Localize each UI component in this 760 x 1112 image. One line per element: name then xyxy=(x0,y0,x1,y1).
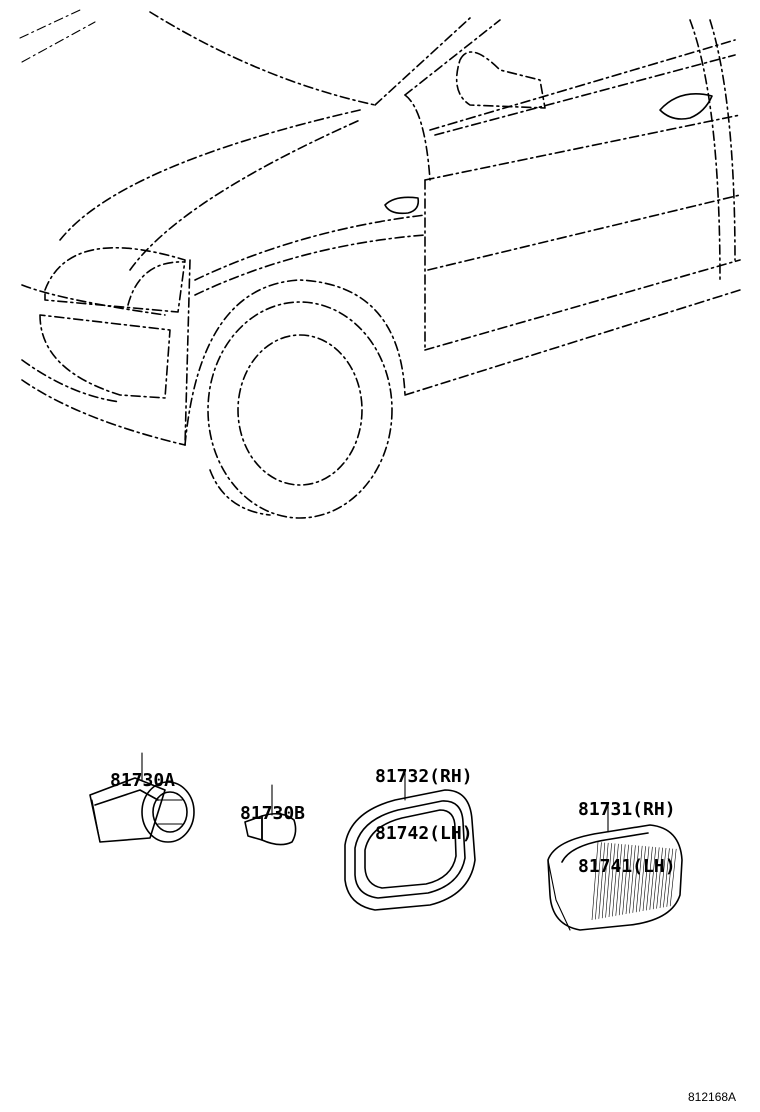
hatch-line xyxy=(659,847,667,909)
part-number: 81730B xyxy=(240,803,306,824)
lens-body xyxy=(547,824,683,931)
diagram-code: 812168A xyxy=(688,1090,737,1104)
door-handle xyxy=(659,93,713,120)
hatch-line xyxy=(625,844,633,915)
gasket-mid xyxy=(354,800,466,899)
part-number-lh: 81742(LH) xyxy=(375,823,473,844)
side-marker-lamp xyxy=(384,196,420,215)
hatch-line xyxy=(618,844,626,916)
part-number-rh: 81732(RH) xyxy=(375,766,473,787)
hatch-line xyxy=(629,845,636,914)
part-label-81730b: 81730B xyxy=(240,766,305,861)
beltline-2 xyxy=(434,54,736,136)
hatch-line xyxy=(652,847,660,910)
fender-edge xyxy=(404,94,431,181)
socket-edge xyxy=(94,789,159,806)
hatch-line xyxy=(635,845,643,913)
hatch-line xyxy=(632,845,640,913)
tire-shadow xyxy=(209,469,271,516)
gasket-inner xyxy=(364,809,457,889)
part-label-81732: 81732(RH) 81742(LH) xyxy=(375,729,473,881)
part-number-rh: 81731(RH) xyxy=(578,799,676,820)
hatch-line xyxy=(608,843,616,918)
beltline xyxy=(429,39,736,131)
door-lower-line xyxy=(427,194,741,271)
hatch-line xyxy=(595,842,602,920)
lens-hatching xyxy=(591,841,677,921)
hatch-line xyxy=(591,841,599,921)
hood-line xyxy=(149,11,376,106)
hood-edge-1 xyxy=(19,9,81,39)
windshield-base xyxy=(374,17,471,106)
rocker-panel xyxy=(424,259,741,351)
socket-ring xyxy=(141,781,195,843)
hatch-line xyxy=(598,842,606,919)
hatch-line xyxy=(639,846,646,912)
part-number: 81730A xyxy=(110,770,176,791)
socket-side xyxy=(91,799,101,843)
fender-crease-2 xyxy=(194,234,426,296)
bumper-lip xyxy=(21,359,121,403)
hatch-line xyxy=(666,848,674,907)
car-illustration xyxy=(19,9,741,519)
hatch-line xyxy=(612,843,619,917)
fender-crease xyxy=(194,214,426,281)
bumper-top xyxy=(21,284,166,316)
hatch-line xyxy=(656,847,663,909)
lens-side xyxy=(547,859,571,931)
a-pillar xyxy=(404,19,501,96)
hatch-line xyxy=(642,846,650,912)
door-crease xyxy=(424,114,741,181)
hood-front xyxy=(59,109,361,241)
hatch-line xyxy=(663,848,670,908)
headlamp-inner xyxy=(127,261,186,306)
hatch-line xyxy=(605,843,612,918)
wheel-arch xyxy=(184,279,406,446)
part-gasket-81732 xyxy=(344,771,476,911)
socket-tabs xyxy=(157,799,183,825)
headlamp xyxy=(44,246,186,313)
part-number-lh: 81741(LH) xyxy=(578,856,676,877)
lens-rim xyxy=(561,832,649,863)
hatch-line xyxy=(646,846,653,911)
hatch-line xyxy=(601,842,609,919)
hood-front-2 xyxy=(129,119,361,271)
part-socket-81730a xyxy=(89,752,195,843)
front-corner xyxy=(184,259,191,446)
bumper-bottom xyxy=(21,379,186,446)
part-lens-81731 xyxy=(547,803,683,931)
bulb-glass xyxy=(261,812,297,846)
socket-inner-ring xyxy=(152,791,188,833)
hatch-line xyxy=(622,844,629,915)
hatch-line xyxy=(669,848,677,907)
door-rear-edge-2 xyxy=(709,19,736,261)
hatch-line xyxy=(649,847,657,910)
side-mirror xyxy=(455,51,546,109)
front-tire xyxy=(207,301,393,519)
part-label-81730a: 81730A xyxy=(110,733,175,828)
part-bulb-81730b xyxy=(244,784,297,846)
part-label-81731: 81731(RH) 81741(LH) xyxy=(578,762,676,914)
front-wheel-rim xyxy=(237,334,363,486)
bumper-face xyxy=(39,314,171,399)
gasket-outer xyxy=(344,789,476,911)
door-rear-edge xyxy=(689,19,721,281)
hood-edge-2 xyxy=(21,21,96,63)
rocker-bottom xyxy=(404,289,741,396)
hatch-line xyxy=(615,844,623,916)
